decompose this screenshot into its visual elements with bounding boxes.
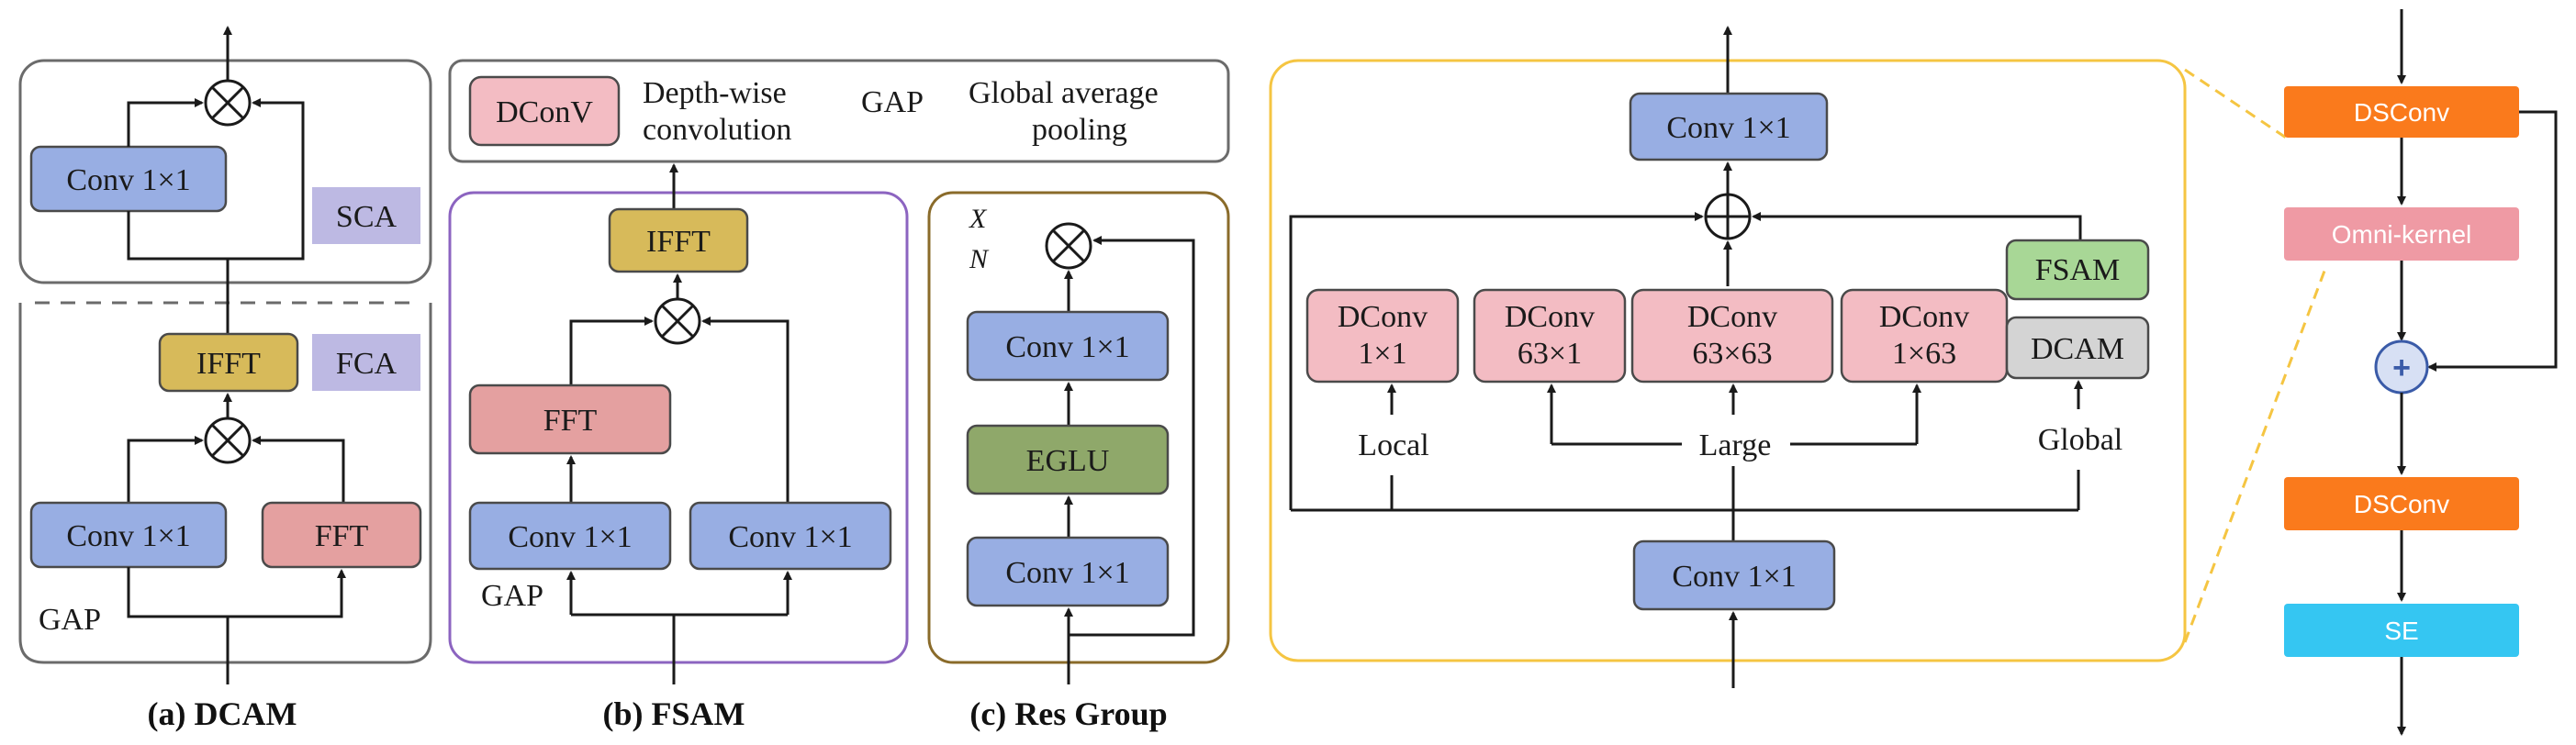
fsam-ifft-box <box>608 207 749 273</box>
plus-circle-icon: + <box>2374 339 2429 395</box>
resgroup-conv-top-box <box>966 310 1170 382</box>
zoom-line-bottom <box>2183 265 2328 643</box>
dconv-63x1-box <box>1473 288 1627 384</box>
pipeline-dsconv2-label: DSConv <box>2354 490 2449 518</box>
fsam-gap-label: GAP <box>481 579 543 613</box>
fsam-fft-label: FFT <box>543 404 598 438</box>
legend-dconv-label: DConV <box>496 95 593 129</box>
dcam-panel: Conv 1×1 SCA IFFT FCA Conv 1×1 FFT <box>18 26 432 732</box>
dconv-63x63-box <box>1630 288 1834 384</box>
legend-gap-desc-1: Global average <box>969 76 1159 110</box>
resgroup-caption: (c) Res Group <box>969 695 1167 732</box>
dcam-caption: (a) DCAM <box>148 695 297 732</box>
pipeline-skip-line <box>2427 110 2558 372</box>
zoom-line-top <box>2184 68 2287 139</box>
conv-bottom-join-line <box>127 211 228 261</box>
resgroup-panel: X N Conv 1×1 EGLU Conv 1×1 (c) Res Group <box>927 191 1230 732</box>
legend-dconv-swatch <box>468 75 621 147</box>
dcam-fft-label: FFT <box>315 519 369 553</box>
pipeline-omni-label: Omni-kernel <box>2332 220 2471 249</box>
omni-conv-bottom-label: Conv 1×1 <box>1672 560 1796 594</box>
legend: DConV Depth-wise convolution GAP Global … <box>448 59 1230 163</box>
dconv-1x63-line1: DConv <box>1879 300 1969 334</box>
sca-tag-label: SCA <box>336 200 398 234</box>
plus-circle-icon <box>1704 193 1752 240</box>
omni-conv-top-box <box>1629 92 1829 161</box>
legend-dconv-desc-2: convolution <box>643 113 791 147</box>
dconv-1x1-box <box>1305 288 1460 384</box>
omni-global-label: Global <box>2038 423 2123 457</box>
multiply-circle-icon <box>204 79 252 127</box>
dcam-ifft-label: IFFT <box>196 347 261 381</box>
pipeline-se-box <box>2284 604 2519 657</box>
pipeline-dsconv2-box <box>2284 477 2519 530</box>
pipeline-plus-label: + <box>2392 350 2411 385</box>
fft-to-mul-line <box>569 317 654 385</box>
omni-dcam-label: DCAM <box>2031 332 2124 366</box>
legend-dconv-desc-1: Depth-wise <box>643 76 787 110</box>
multiply-circle-icon <box>654 297 701 345</box>
multiply-circle-icon <box>1045 222 1092 270</box>
dcam-ifft-box <box>158 332 299 393</box>
resgroup-conv-bottom-box <box>966 536 1170 607</box>
omni-conv-top-label: Conv 1×1 <box>1666 111 1790 145</box>
dconv-63x63-line1: DConv <box>1687 300 1777 334</box>
fsam-conv-right-box <box>689 501 892 571</box>
dcam-conv-bottom-label: Conv 1×1 <box>66 519 190 553</box>
pipeline-panel: DSConv Omni-kernel + DSConv SE <box>2284 9 2558 736</box>
resgroup-conv-top-label: Conv 1×1 <box>1005 330 1129 364</box>
fca-tag-label: FCA <box>336 347 398 381</box>
sca-tag-box <box>312 187 420 244</box>
dconv-1x1-line1: DConv <box>1338 300 1428 334</box>
dconv-1x1-line2: 1×1 <box>1358 337 1406 371</box>
fsam-caption: (b) FSAM <box>603 695 745 732</box>
dconv-63x1-line2: 63×1 <box>1518 337 1582 371</box>
fsam-conv-left-label: Conv 1×1 <box>508 520 632 554</box>
multiply-circle-icon <box>204 417 252 464</box>
omni-conv-bottom-box <box>1632 539 1836 611</box>
pipeline-dsconv1-box <box>2284 86 2519 138</box>
dconv-1x63-line2: 1×63 <box>1892 337 1956 371</box>
legend-box <box>448 59 1230 163</box>
fsam-panel: IFFT FFT Conv 1×1 Conv 1×1 GAP (b) FSAM <box>448 163 909 732</box>
omni-fsam-label: FSAM <box>2035 253 2121 287</box>
conv-right-to-mul-line <box>701 317 790 503</box>
dconv-63x63-line2: 63×63 <box>1692 337 1772 371</box>
fsam-fft-box <box>468 384 672 455</box>
fsam-conv-left-box <box>468 501 672 571</box>
dcam-fft-box <box>261 501 422 569</box>
omni-kernel-panel: Conv 1×1 DConv 1×1 DConv 63×1 DConv 63×6… <box>1269 26 2328 688</box>
omni-dcam-box <box>2005 316 2150 380</box>
fsam-ifft-label: IFFT <box>646 225 711 259</box>
omni-residual-line <box>1289 212 1704 510</box>
conv-to-mul2-line <box>127 436 204 503</box>
omni-local-label: Local <box>1358 428 1428 462</box>
dcam-gap-label: GAP <box>39 603 101 637</box>
fca-tag-box <box>312 334 420 391</box>
pipeline-se-label: SE <box>2384 617 2418 645</box>
conv-to-mul-line <box>127 98 204 147</box>
pipeline-dsconv1-label: DSConv <box>2354 98 2449 127</box>
omni-large-label: Large <box>1699 428 1772 462</box>
fsam-conv-right-label: Conv 1×1 <box>728 520 852 554</box>
resgroup-eglu-box <box>966 424 1170 495</box>
fca-container <box>18 303 432 664</box>
resgroup-n-label: N <box>969 244 990 274</box>
resgroup-conv-bottom-label: Conv 1×1 <box>1005 556 1129 590</box>
pipeline-omni-box <box>2284 207 2519 261</box>
skip-to-mul-line <box>228 98 305 261</box>
resgroup-skip-line <box>1069 236 1195 637</box>
dcam-conv-top-label: Conv 1×1 <box>66 163 190 197</box>
omni-fsam-box <box>2005 239 2150 301</box>
dcam-input-split-line <box>127 567 346 618</box>
resgroup-x-label: X <box>969 204 988 234</box>
resgroup-eglu-label: EGLU <box>1026 444 1110 478</box>
omni-global-bus-line <box>1752 212 2082 246</box>
legend-gap-desc-2: pooling <box>1032 113 1127 147</box>
dconv-63x1-line1: DConv <box>1505 300 1595 334</box>
fft-to-mul2-line <box>252 436 345 503</box>
legend-gap-abbr: GAP <box>861 85 924 119</box>
